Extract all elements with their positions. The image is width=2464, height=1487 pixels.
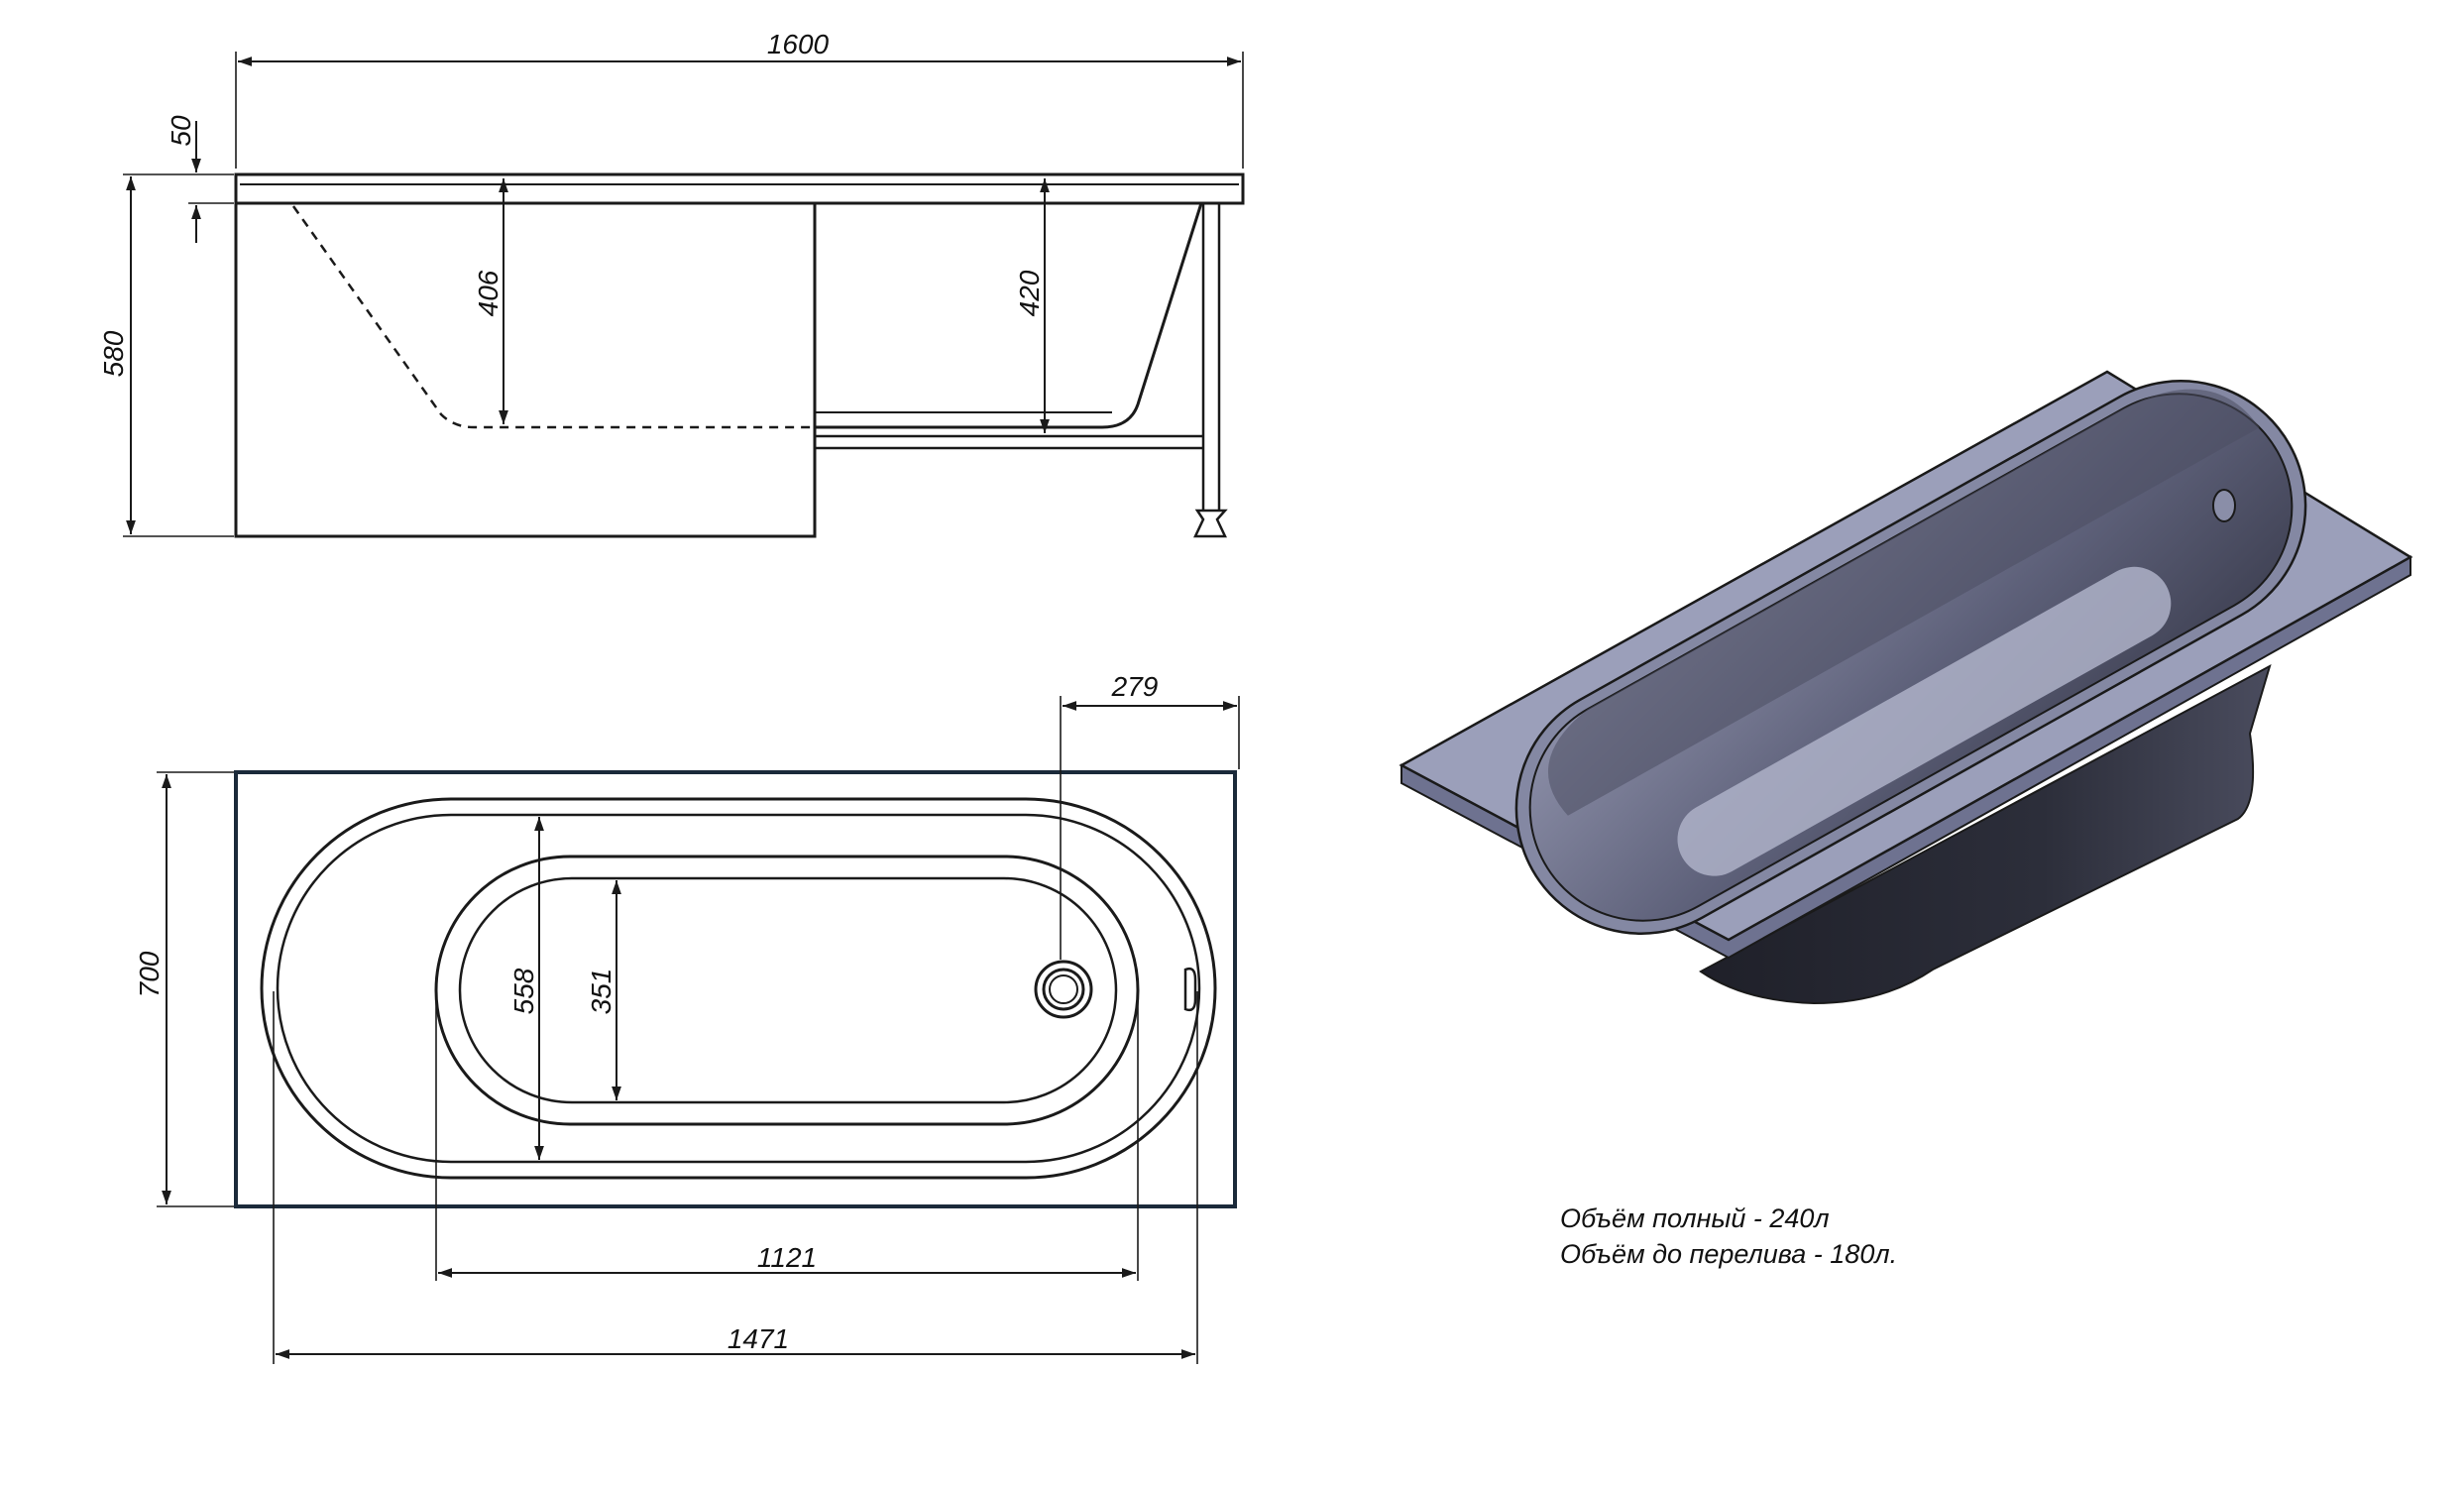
overflow-icon [1183, 967, 1197, 1012]
dim-50-label: 50 [166, 115, 196, 147]
dim-700-label: 700 [134, 951, 165, 997]
dim-420-label: 420 [1014, 270, 1045, 316]
tub-exterior [1699, 663, 2272, 1005]
side-rim [234, 172, 1245, 205]
dim-1471-label: 1471 [728, 1323, 789, 1354]
volume-notes: Объём полный - 240л Объём до перелива - … [1560, 1203, 1897, 1269]
side-leg [1193, 203, 1228, 538]
side-frame [815, 434, 1203, 450]
top-view: 279 700 558 351 1121 1471 [134, 671, 1240, 1364]
note-overflow-volume: Объём до перелива - 180л. [1560, 1239, 1897, 1269]
top-outline [234, 770, 1237, 1208]
side-basin-hidden [291, 205, 815, 429]
dim-351-label: 351 [586, 969, 616, 1015]
side-basin-slope [815, 202, 1203, 429]
top-rim-inner [276, 813, 1201, 1164]
drain-icon [1034, 960, 1093, 1019]
dim-558-label: 558 [508, 968, 539, 1014]
side-view: 1600 580 50 406 420 [98, 29, 1245, 538]
dim-1121-label: 1121 [757, 1242, 817, 1273]
note-full-volume: Объём полный - 240л [1560, 1203, 1830, 1233]
tub-overflow-icon [2212, 489, 2236, 522]
dim-580-label: 580 [98, 330, 129, 377]
top-bottom-outer [434, 855, 1140, 1126]
top-rim-outer [260, 797, 1217, 1180]
dim-406-label: 406 [473, 270, 504, 316]
tub-floor [1677, 566, 2172, 876]
isometric-view [1399, 370, 2413, 1005]
side-front-panel [234, 203, 817, 538]
top-bottom-inner [458, 876, 1118, 1104]
dim-279-label: 279 [1111, 671, 1159, 702]
dim-1600-label: 1600 [767, 29, 830, 59]
